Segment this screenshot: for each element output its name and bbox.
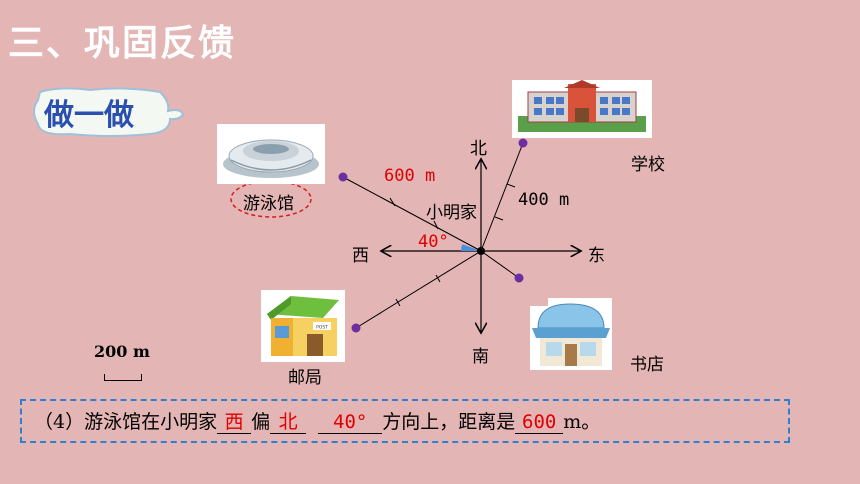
west-label: 西	[352, 246, 369, 266]
north-label: 北	[470, 139, 487, 159]
ray-post-office	[355, 250, 482, 329]
south-label: 南	[472, 347, 489, 367]
answer-blank-distance[interactable]: 600	[515, 411, 564, 434]
center-point	[477, 247, 485, 255]
svg-text:POST: POST	[316, 325, 328, 331]
school-label: 学校	[631, 155, 665, 175]
post-office-picture: POST	[261, 290, 345, 362]
stadium-distance-label: 600 m	[384, 166, 436, 186]
stadium-picture	[217, 124, 325, 184]
bookstore-label: 书店	[630, 355, 664, 375]
point-post-office	[351, 323, 361, 333]
ray-stadium	[342, 176, 482, 252]
school-picture	[512, 80, 652, 138]
badge-cloud	[33, 87, 184, 137]
answer-frame	[20, 399, 790, 443]
post-office-label: 邮局	[288, 368, 322, 388]
ray-bookstore	[480, 250, 520, 279]
scale-bar	[104, 374, 142, 381]
answer-blank-angle[interactable]: 40°	[318, 411, 383, 434]
point-stadium	[338, 172, 348, 182]
stadium-label: 游泳馆	[243, 194, 294, 214]
answer-blank-deviation[interactable]: 北	[270, 411, 307, 434]
point-school	[518, 138, 528, 148]
scale-label: 200 m	[94, 342, 150, 361]
angle-label: 40°	[418, 232, 449, 252]
question-suffix: m。	[563, 411, 601, 433]
question-prefix: （4）游泳馆在小明家	[34, 411, 218, 433]
badge-label: 做一做	[44, 98, 134, 133]
center-label: 小明家	[426, 203, 477, 223]
east-label: 东	[588, 246, 605, 266]
question-mid1: 偏	[251, 411, 271, 433]
answer-blank-direction[interactable]: 西	[217, 411, 252, 434]
ray-school	[480, 142, 524, 252]
angle-wedge	[461, 244, 481, 251]
school-distance-label: 400 m	[518, 190, 570, 210]
bookstore-picture	[530, 298, 612, 370]
point-bookstore	[514, 273, 524, 283]
slide-title: 三、巩固反馈	[8, 23, 237, 64]
question-mid2: 方向上，距离是	[382, 411, 516, 433]
